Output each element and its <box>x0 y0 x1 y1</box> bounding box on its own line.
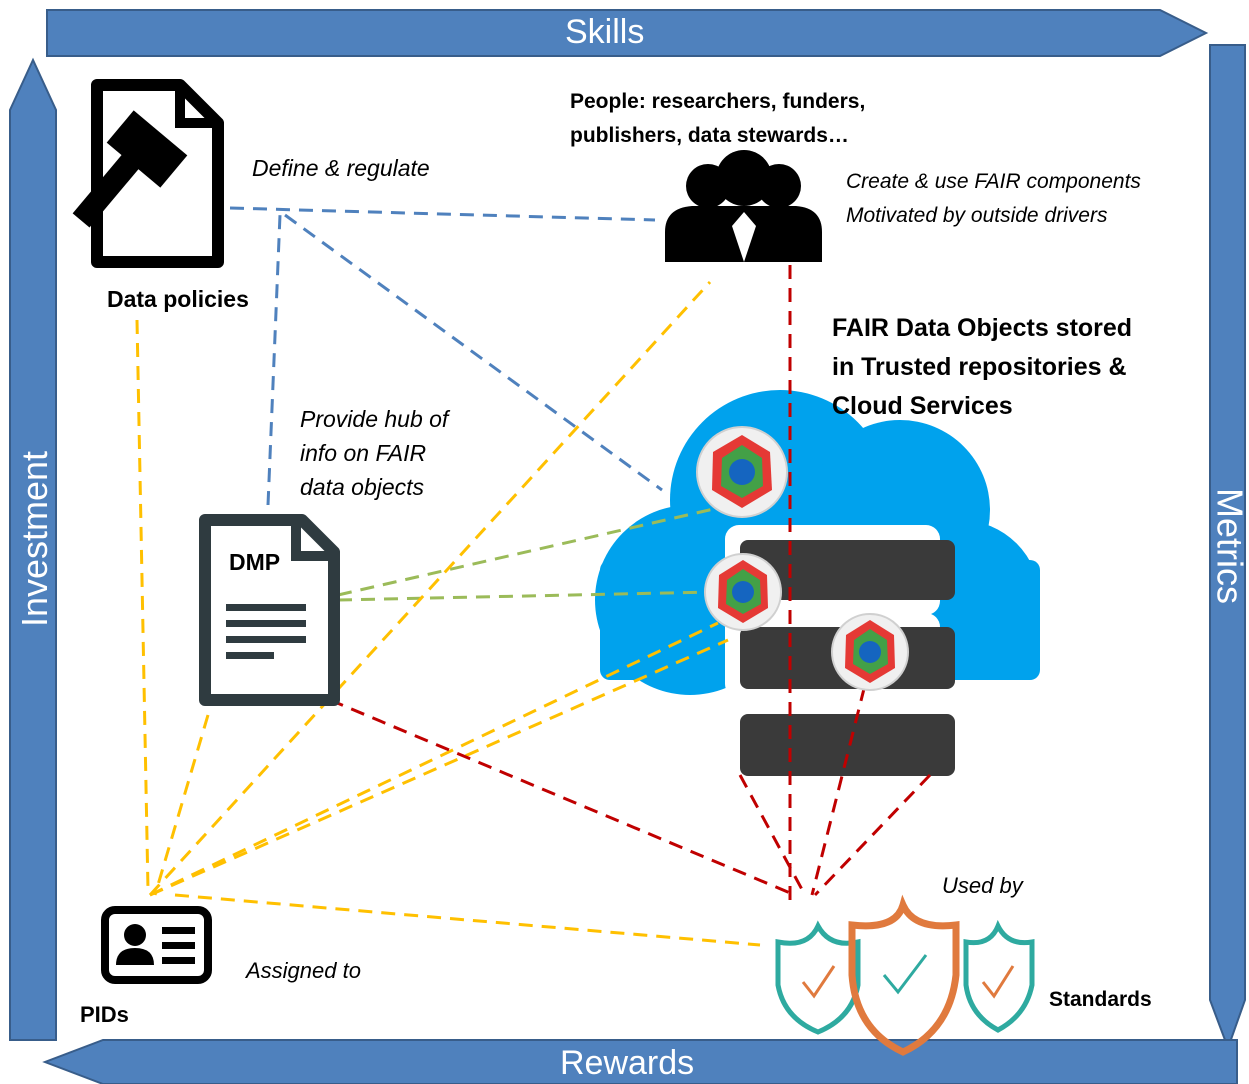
metrics-arrow <box>1209 44 1246 1051</box>
shield-icon-left <box>775 920 861 1035</box>
shield-icon-right <box>963 919 1035 1033</box>
metrics-label: Metrics <box>1209 488 1249 604</box>
pids-label: PIDs <box>80 1002 129 1027</box>
skills-label: Skills <box>565 13 645 51</box>
fair-label-line1: FAIR Data Objects stored <box>832 314 1133 342</box>
gavel-document-icon <box>72 79 224 268</box>
fair-label-line3: Cloud Services <box>832 392 1013 417</box>
investment-label: Investment <box>14 450 55 628</box>
skills-arrow <box>46 9 1209 57</box>
dmp-document-icon <box>199 514 340 706</box>
pids-caption: Assigned to <box>246 958 361 983</box>
policies-caption: Define & regulate <box>252 155 430 181</box>
dmp-caption-line3: data objects <box>300 474 425 500</box>
rewards-arrow <box>42 1039 1238 1084</box>
fair-object-sphere-1 <box>696 426 788 518</box>
people-caption-line2: Motivated by outside drivers <box>846 204 1108 227</box>
people-icon <box>665 150 822 262</box>
investment-arrow <box>9 57 57 1041</box>
fair-object-sphere-2 <box>704 553 782 631</box>
policies-label: Data policies <box>107 286 249 312</box>
people-caption-line1: Create & use FAIR components <box>846 170 1141 193</box>
id-card-icon <box>101 906 212 984</box>
fair-object-sphere-3 <box>831 613 909 691</box>
standards-caption: Used by <box>942 873 1023 898</box>
people-label-line1: People: researchers, funders, <box>570 90 866 113</box>
dmp-caption-line1: Provide hub of <box>300 406 449 432</box>
shield-icon-center <box>848 894 960 1056</box>
people-label-line2: publishers, data stewards… <box>570 124 849 147</box>
dmp-caption-line2: info on FAIR <box>300 440 427 466</box>
connection-lines <box>135 206 932 947</box>
standards-label: Standards <box>1049 988 1152 1011</box>
rewards-label: Rewards <box>560 1044 695 1082</box>
fair-label-line2: in Trusted repositories & <box>832 353 1127 381</box>
dmp-label: DMP <box>229 549 281 575</box>
